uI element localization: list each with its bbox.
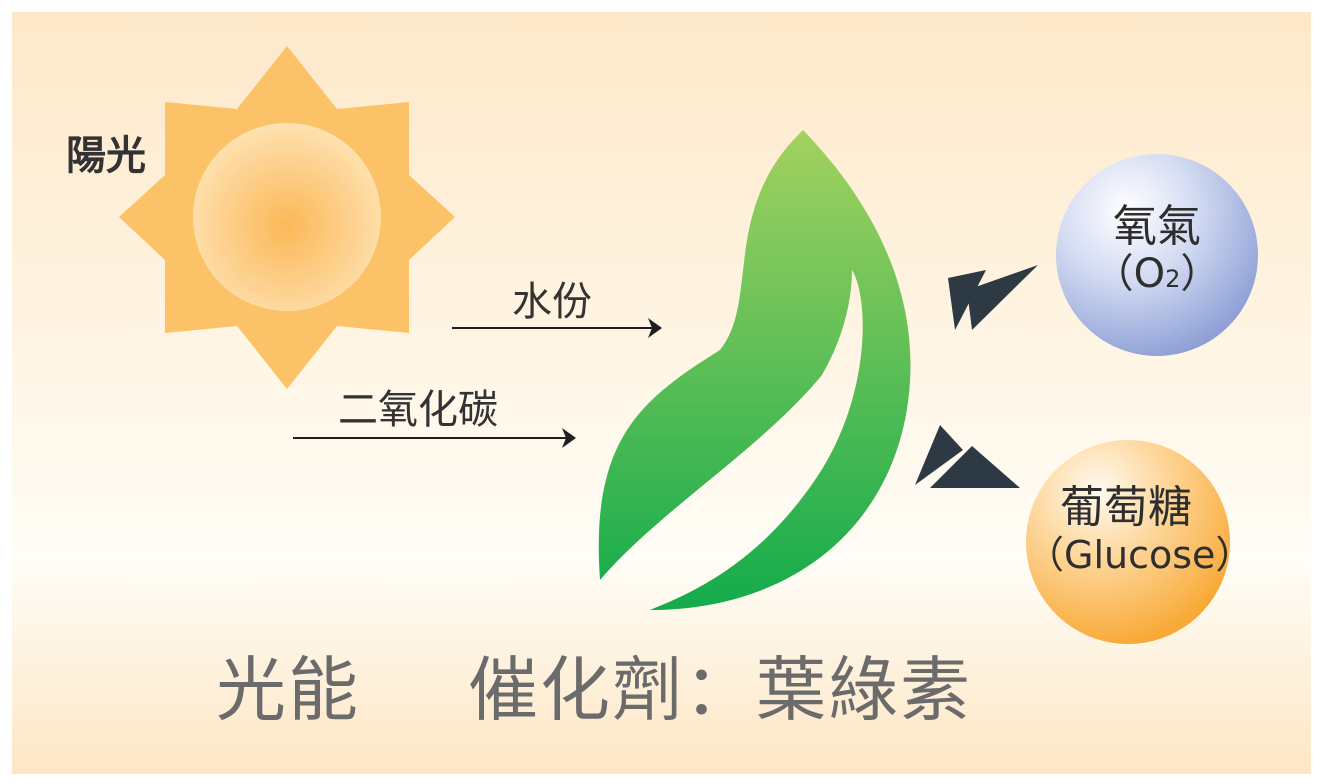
- glucose-name: 葡萄糖: [1060, 482, 1192, 533]
- leaf-icon: [598, 130, 911, 610]
- catalyst-label: 催化劑：葉綠素: [468, 649, 972, 731]
- oxygen-formula-subscript: 2: [1165, 265, 1181, 293]
- sun-icon: [119, 46, 455, 389]
- oxygen-formula: （O2）: [1068, 254, 1246, 294]
- water-label: 水份: [512, 279, 592, 325]
- carbon-dioxide-label: 二氧化碳: [338, 387, 498, 433]
- glucose-output-arrow: [915, 425, 1020, 488]
- glucose-ball: [1026, 440, 1230, 644]
- oxygen-name: 氧氣: [1113, 201, 1201, 252]
- light-energy-label: 光能: [216, 649, 360, 731]
- sunlight-label: 陽光: [66, 133, 146, 179]
- oxygen-ball: [1056, 154, 1258, 356]
- oxygen-formula-open: （O: [1093, 251, 1166, 297]
- oxygen-formula-close: ）: [1180, 251, 1221, 297]
- glucose-formula: （Glucose）: [1026, 533, 1254, 577]
- oxygen-output-arrow: [948, 265, 1038, 330]
